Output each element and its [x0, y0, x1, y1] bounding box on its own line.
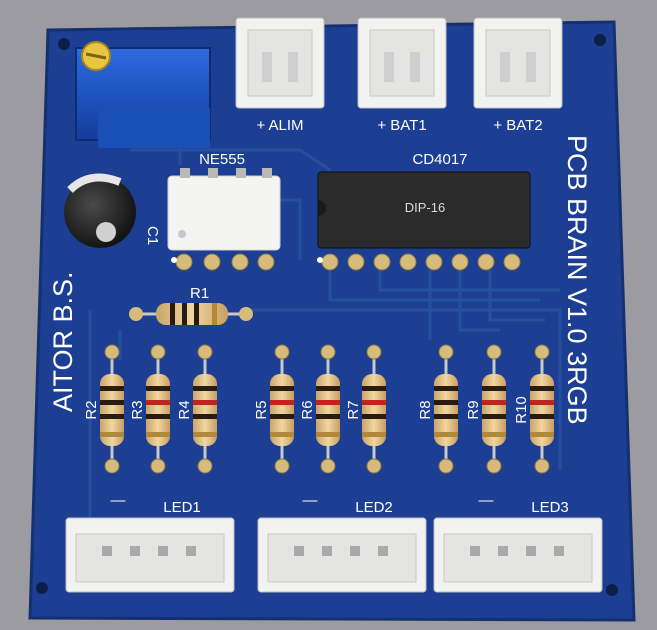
minus-marker: — — [479, 492, 494, 509]
resistor-label: R4 — [176, 400, 193, 419]
resistor-label: R6 — [299, 400, 316, 419]
resistor-r5: R5 — [253, 344, 294, 474]
power-connector-1: + ALIM — [235, 17, 325, 134]
resistor-label: R3 — [129, 400, 146, 419]
resistor-r1: R1 — [129, 285, 253, 325]
resistor-r10: R10 — [513, 344, 554, 474]
capacitor-c1: C1 — [64, 173, 161, 248]
resistor-r2: R2 — [83, 344, 124, 474]
resistor-label: R2 — [83, 400, 100, 419]
cd4017-label: CD4017 — [412, 151, 467, 168]
copper-traces — [88, 140, 562, 520]
resistor-r8: R8 — [417, 344, 458, 474]
minus-marker: — — [303, 492, 318, 509]
led-connector-3: — LED3 — [433, 492, 603, 593]
resistor-r4: R4 — [176, 344, 217, 474]
resistor-label: R8 — [417, 400, 434, 419]
minus-marker: — — [111, 492, 126, 509]
trimmer-potentiometer — [75, 41, 211, 148]
board-title: PCB BRAIN V1.0 3RGB — [562, 135, 592, 425]
led-connectors: — LED1 — LED2 — LED3 — [65, 492, 603, 593]
power-connector-label: + BAT2 — [493, 117, 542, 134]
mounting-holes — [36, 34, 618, 596]
resistor-label: R9 — [465, 400, 482, 419]
power-connector-3: + BAT2 — [473, 17, 563, 134]
led-connector-label: LED2 — [355, 499, 393, 516]
ne555-label: NE555 — [199, 151, 245, 168]
ic-ne555: NE555 — [167, 151, 281, 271]
led-connector-label: LED1 — [163, 499, 201, 516]
led-connector-2: — LED2 — [257, 492, 427, 593]
resistor-r9: R9 — [465, 344, 506, 474]
ic-cd4017: CD4017 DIP-16 — [317, 151, 531, 271]
resistor-label: R7 — [345, 400, 362, 419]
resistor-label: R10 — [513, 396, 530, 424]
resistor-r7: R7 — [345, 344, 386, 474]
power-connectors: + ALIM + BAT1 + BAT2 — [235, 17, 563, 134]
capacitor-label: C1 — [144, 226, 161, 245]
power-connector-2: + BAT1 — [357, 17, 447, 134]
resistor-label: R5 — [253, 400, 270, 419]
led-connector-label: LED3 — [531, 499, 569, 516]
power-connector-label: + ALIM — [256, 117, 303, 134]
board-author: AITOR B.S. — [48, 271, 78, 412]
resistor-r3: R3 — [129, 344, 170, 474]
resistor-r6: R6 — [299, 344, 340, 474]
led-connector-1: — LED1 — [65, 492, 235, 593]
dip16-label: DIP-16 — [405, 200, 445, 215]
power-connector-label: + BAT1 — [377, 117, 426, 134]
r1-label: R1 — [190, 285, 209, 302]
resistor-array: R2 R3 R4 R5 R6 R7 R8 R9 R10 — [83, 344, 554, 474]
